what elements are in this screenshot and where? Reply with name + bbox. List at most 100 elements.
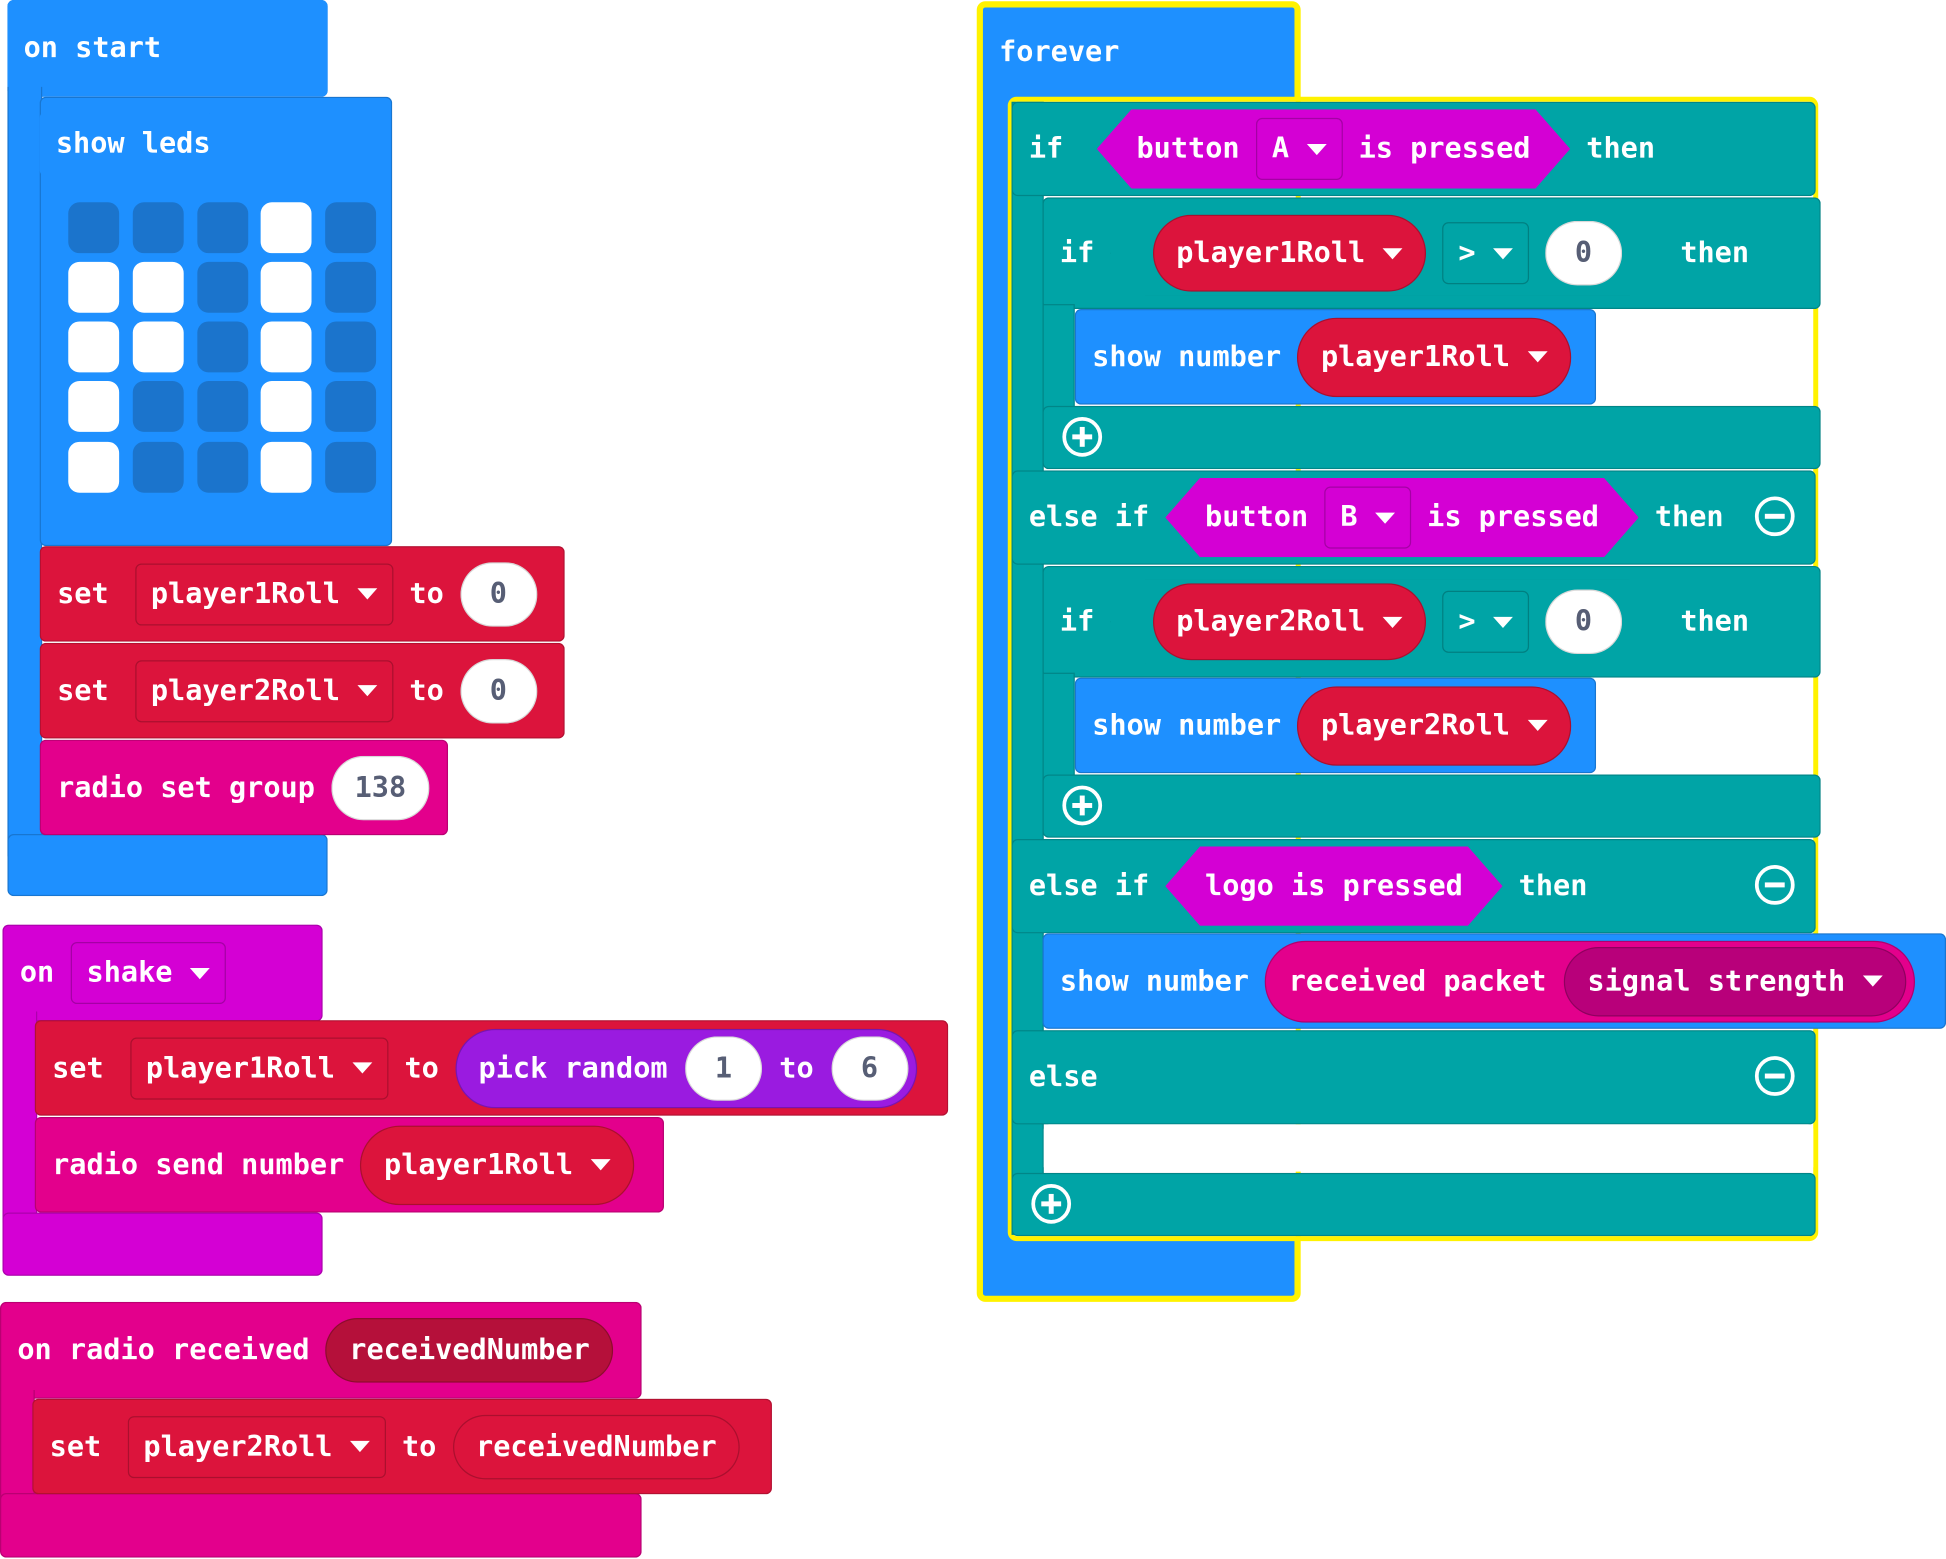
compare-condition[interactable]: player2Roll > 0 [1110,580,1664,664]
received-number-param[interactable]: receivedNumber [325,1318,614,1383]
gesture-dropdown[interactable]: shake [70,941,226,1005]
on-start-header: on start [7,0,328,97]
variable-dropdown[interactable]: player1Roll [129,1036,389,1099]
led-cell[interactable] [68,441,120,493]
forever-label: forever [999,35,1120,69]
add-branch-icon[interactable] [1031,1184,1072,1224]
show-number-label: show number [1059,964,1249,998]
led-cell[interactable] [68,261,120,313]
led-cell[interactable] [197,202,249,254]
number-input[interactable]: 0 [459,561,537,627]
random-max-input[interactable]: 6 [831,1035,909,1101]
else-if-logo-row[interactable]: else if logo is pressed then [1011,838,1816,934]
led-cell[interactable] [325,202,377,254]
radio-send-number-block[interactable]: radio send number player1Roll [34,1116,664,1213]
radio-set-group-block[interactable]: radio set group 138 [39,739,449,836]
number-input[interactable]: 0 [459,658,537,723]
compare-condition[interactable]: player1Roll > 0 [1110,211,1664,295]
chevron-down-icon [1383,248,1403,259]
variable-name: player1Roll [384,1148,574,1181]
group-number-input[interactable]: 138 [331,755,430,820]
variable-reporter[interactable]: player2Roll [1153,583,1426,660]
remove-else-icon[interactable] [1754,1056,1795,1096]
on-shake-footer [2,1212,323,1276]
number-input[interactable]: 0 [1545,590,1622,655]
variable-reporter[interactable]: player1Roll [360,1125,634,1205]
set-player2roll-received-block[interactable]: set player2Roll to receivedNumber [32,1398,772,1495]
led-cell[interactable] [197,381,249,432]
variable-reporter[interactable]: player1Roll [1297,317,1571,397]
chevron-down-icon [590,1159,611,1171]
if-block-footer [1011,1172,1816,1237]
variable-name: player2Roll [1176,605,1366,638]
led-cell[interactable] [68,321,120,373]
logo-pressed-label: logo is pressed [1205,870,1463,903]
show-number-block[interactable]: show number player2Roll [1074,677,1597,774]
led-cell[interactable] [197,321,249,373]
random-min-input[interactable]: 1 [684,1035,762,1101]
else-row[interactable]: else [1011,1030,1816,1125]
add-else-icon[interactable] [1062,785,1103,826]
button-dropdown[interactable]: B [1324,487,1411,549]
pick-random-block[interactable]: pick random 1 to 6 [454,1028,917,1108]
inner-if-row[interactable]: if player2Roll > 0 then [1042,565,1821,678]
remove-branch-icon[interactable] [1754,865,1795,905]
logo-pressed-condition[interactable]: logo is pressed [1165,846,1502,925]
if-label: if [1059,605,1095,638]
variable-dropdown[interactable]: player1Roll [134,562,394,625]
set-label: set [52,1051,104,1085]
button-pressed-condition[interactable]: button A is pressed [1097,109,1570,188]
add-else-icon[interactable] [1062,417,1103,457]
button-name: B [1340,501,1358,534]
button-dropdown[interactable]: A [1256,118,1343,180]
received-packet-reporter[interactable]: received packet signal strength [1265,940,1915,1023]
led-cell[interactable] [260,381,312,432]
chevron-down-icon [349,1440,370,1453]
led-cell[interactable] [197,441,249,493]
led-cell[interactable] [325,321,377,373]
led-cell[interactable] [132,441,184,493]
operator-dropdown[interactable]: > [1442,591,1529,653]
led-cell[interactable] [325,441,377,493]
led-cell[interactable] [132,381,184,432]
led-cell[interactable] [132,321,184,373]
led-cell[interactable] [260,261,312,313]
led-cell[interactable] [325,381,377,432]
show-number-signal-block[interactable]: show number received packet signal stren… [1042,933,1946,1029]
led-cell[interactable] [260,202,312,254]
set-random-block[interactable]: set player1Roll to pick random 1 to 6 [34,1020,949,1116]
variable-dropdown[interactable]: player2Roll [127,1415,386,1478]
led-cell[interactable] [260,441,312,493]
chevron-down-icon [1306,143,1326,154]
variable-name: player1Roll [145,1051,335,1085]
led-cell[interactable] [197,261,249,313]
set-player2roll-block[interactable]: set player2Roll to 0 [39,642,565,739]
remove-branch-icon[interactable] [1754,496,1795,537]
button-name: A [1271,132,1290,166]
led-cell[interactable] [132,261,184,313]
led-cell[interactable] [132,202,184,254]
packet-property-dropdown[interactable]: signal strength [1563,946,1907,1016]
variable-dropdown[interactable]: player2Roll [134,659,394,722]
if-row[interactable]: if button A is pressed then [1011,101,1816,197]
led-cell[interactable] [260,321,312,373]
on-radio-footer [0,1493,642,1558]
set-player1roll-block[interactable]: set player1Roll to 0 [39,546,565,642]
operator-dropdown[interactable]: > [1442,222,1529,284]
else-if-row[interactable]: else if button B is pressed then [1011,470,1816,565]
else-if-label: else if [1028,501,1150,534]
variable-reporter[interactable]: player2Roll [1297,685,1571,766]
else-label: else [1028,1061,1098,1094]
on-radio-header[interactable]: on radio received receivedNumber [0,1301,642,1399]
variable-reporter[interactable]: player1Roll [1153,215,1426,292]
led-cell[interactable] [68,202,120,254]
received-number-reporter[interactable]: receivedNumber [452,1414,741,1479]
led-cell[interactable] [325,261,377,313]
number-input[interactable]: 0 [1545,221,1622,286]
on-shake-header[interactable]: on shake [2,924,323,1022]
show-number-block[interactable]: show number player1Roll [1074,309,1597,405]
on-radio-label: on radio received [17,1334,310,1367]
led-cell[interactable] [68,381,120,432]
inner-if-row[interactable]: if player1Roll > 0 then [1042,197,1821,310]
button-pressed-condition[interactable]: button B is pressed [1165,478,1638,557]
